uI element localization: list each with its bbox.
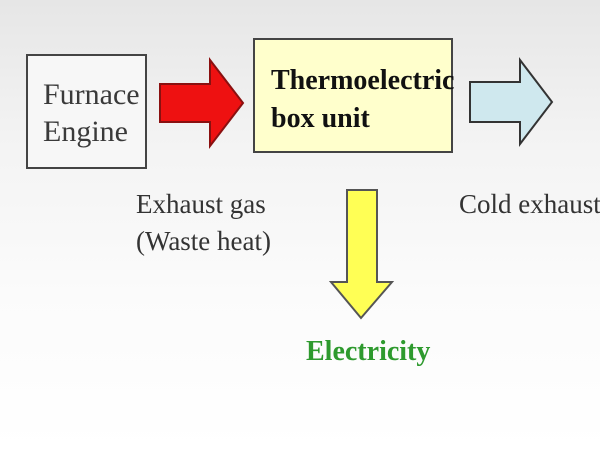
exhaust-gas-label: Exhaust gas (Waste heat) (136, 186, 271, 260)
furnace-label-line-2: Engine (43, 115, 128, 148)
electricity-arrow (328, 189, 395, 320)
thermoelectric-box: Thermoelectric box unit (253, 38, 455, 153)
teg-label-line-1: Thermoelectric (271, 65, 455, 96)
cold-exhaust-label: Cold exhaust (459, 189, 600, 219)
exhaust-label-line-2: (Waste heat) (136, 226, 271, 256)
electricity-label: Electricity (306, 336, 431, 367)
furnace-engine-box: Furnace Engine (26, 54, 147, 169)
exhaust-label-line-1: Exhaust gas (136, 189, 266, 219)
cold-exhaust-arrow (469, 57, 554, 147)
furnace-label-line-1: Furnace (43, 78, 140, 111)
exhaust-arrow (159, 57, 245, 149)
teg-label-line-2: box unit (271, 103, 370, 134)
